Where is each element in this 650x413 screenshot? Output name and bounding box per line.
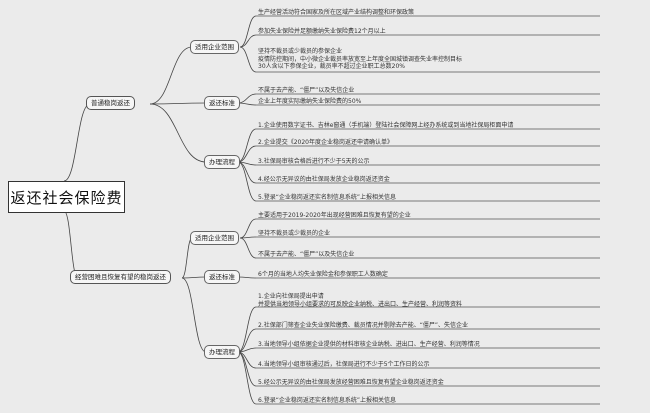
- root-link: [63, 210, 79, 279]
- group-link: [239, 218, 257, 239]
- group-link: [237, 328, 257, 353]
- leaf-item: 4.当地领导小组审核通过后，社保局进行不少于5个工作日的公示: [258, 361, 430, 368]
- group-link: [237, 93, 257, 104]
- leaf-item: 1.企业向社保局提出申请 并提供当地领导小组要求的可反映企业纳税、进出口、生产经…: [258, 293, 463, 308]
- leaf-item: 坚持不裁员或少裁员的企业: [258, 230, 331, 237]
- group-node-scope[interactable]: 适用企业范围: [190, 40, 239, 54]
- leaf-item: 6个月的当地人均失业保险金和参保职工人数确定: [258, 271, 388, 278]
- group-link: [237, 351, 257, 405]
- branch-node-label: 普通稳岗返还: [91, 99, 130, 107]
- group-link: [239, 34, 257, 48]
- leaf-item: 不属于去产能、“僵尸”以及失信企业: [258, 251, 355, 258]
- group-node-label: 返还标准: [209, 273, 235, 281]
- group-node-standard[interactable]: 返还标准: [204, 270, 240, 284]
- branch-node-regular[interactable]: 普通稳岗返还: [86, 96, 135, 110]
- leaf-item: 3.当地领导小组依据企业提供的材料审核企业纳税、进出口、生产经营、利润等情况: [258, 341, 480, 348]
- branch-link: [181, 277, 207, 353]
- group-link: [237, 102, 257, 106]
- leaf-item: 1.企业使用数字证书、吉林e窗通（手机端）登陆社会保障网上经办系统或到当地社保局…: [258, 122, 514, 129]
- leaf-item: 不属于去产能、“僵尸”以及失信企业: [258, 87, 355, 94]
- leaf-item: 坚持不裁员或少裁员的参保企业 疫情防控期间，中小微企业裁员率放宽至上年度全国城镇…: [258, 48, 463, 70]
- group-node-label: 适用企业范围: [195, 43, 234, 51]
- leaf-item: 6.登录“企业稳岗返还实名制信息系统”上报相关信息: [258, 397, 396, 404]
- leaf-item: 企业上年度实际缴纳失业保险费的50%: [258, 98, 362, 105]
- group-link: [237, 351, 257, 387]
- group-link: [237, 128, 257, 163]
- group-link: [237, 161, 257, 202]
- root-node[interactable]: 返还社会保险费: [8, 181, 125, 213]
- branch-link: [149, 103, 207, 163]
- branch-link: [149, 46, 193, 105]
- group-node-standard[interactable]: 返还标准: [204, 96, 240, 110]
- root-link: [63, 103, 91, 182]
- branch-link: [181, 276, 207, 279]
- group-node-scope[interactable]: 适用企业范围: [190, 231, 239, 245]
- group-link: [237, 276, 257, 279]
- root-node-label: 返还社会保险费: [10, 188, 123, 207]
- branch-node-label: 经营困难且恢复有望的稳岗返还: [75, 273, 166, 281]
- group-node-label: 办理流程: [209, 158, 235, 166]
- group-node-process[interactable]: 办理流程: [204, 155, 240, 169]
- leaf-item: 5.经公示无异议的由社保局发放经营困难且恢复有望企业稳岗返还资金: [258, 379, 444, 386]
- group-node-label: 适用企业范围: [195, 234, 234, 242]
- leaf-item: 5.登录“企业稳岗返还实名制信息系统”上报相关信息: [258, 194, 396, 201]
- leaf-item: 4.经公示无异议的由社保局发放企业稳岗返还资金: [258, 176, 390, 183]
- group-link: [239, 46, 257, 73]
- group-node-label: 返还标准: [209, 99, 235, 107]
- leaf-item: 主要适用于2019-2020年出现经营困难且恢复有望的企业: [258, 212, 411, 219]
- group-link: [239, 237, 257, 259]
- branch-link: [181, 237, 193, 279]
- leaf-item: 2.企业提交《2020年度企业稳岗返还申请确认单》: [258, 139, 393, 146]
- branch-link: [149, 102, 207, 105]
- leaf-item: 3.社保局审核合格后进行不少于5天的公示: [258, 158, 370, 165]
- leaf-item: 参加失业保险并足额缴纳失业保险费12个月以上: [258, 28, 386, 35]
- leaf-item: 2.社保部门筛查企业失业保险缴费、裁员情况并剔除去产能、“僵尸”、失信企业: [258, 322, 468, 329]
- group-link: [237, 145, 257, 163]
- group-node-process[interactable]: 办理流程: [204, 345, 240, 359]
- leaf-item: 生产经营活动符合国家及所在区域产业结构调整和环保政策: [258, 9, 415, 16]
- branch-node-difficult[interactable]: 经营困难且恢复有望的稳岗返还: [70, 270, 171, 284]
- group-link: [239, 15, 257, 48]
- group-link: [237, 306, 257, 353]
- group-node-label: 办理流程: [209, 348, 235, 356]
